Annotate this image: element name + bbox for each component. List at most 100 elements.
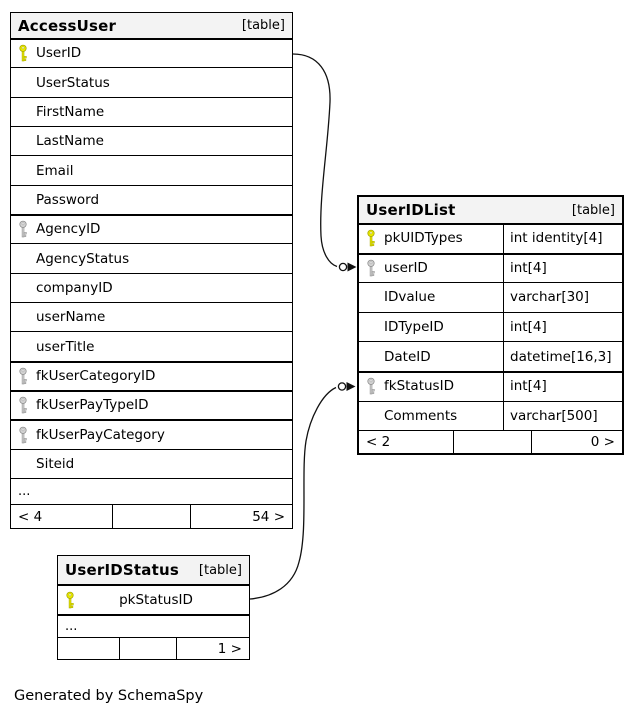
column-row-fkStatusID: fkStatusID int[4] — [359, 371, 622, 402]
column-name-cell: fkUserPayTypeID — [11, 391, 149, 419]
column-name: Comments — [384, 407, 458, 424]
column-name-cell: pkStatusID — [58, 585, 249, 614]
related-tables-count-right: 1 > — [176, 638, 249, 659]
column-name: pkStatusID — [119, 591, 193, 608]
column-name-cell: companyID — [11, 274, 113, 302]
column-name: LastName — [36, 133, 104, 150]
key-spacer — [366, 348, 376, 366]
primary-key-icon — [18, 44, 28, 62]
table-footer: < 2 0 > — [359, 431, 622, 454]
column-name: FirstName — [36, 103, 105, 120]
key-spacer — [18, 132, 28, 150]
ellipsis-row: ... — [11, 479, 292, 506]
arrowhead-icon — [346, 382, 356, 391]
arrowhead-icon — [347, 262, 357, 272]
column-name-cell: fkUserPayCategory — [11, 420, 165, 448]
table-footer: 1 > — [58, 638, 249, 659]
column-row-fkUserPayCategory: fkUserPayCategory — [11, 420, 292, 450]
key-spacer — [18, 338, 28, 356]
key-spacer — [18, 279, 28, 297]
column-name-cell: userName — [11, 303, 105, 331]
column-type: int[4] — [503, 253, 622, 283]
column-row-pkStatusID: pkStatusID — [58, 585, 249, 615]
column-name-cell: LastName — [11, 127, 104, 155]
column-row-AgencyID: AgencyID — [11, 215, 292, 245]
column-name-cell: fkUserCategoryID — [11, 362, 155, 390]
key-spacer — [18, 250, 28, 268]
column-name: DateID — [384, 348, 431, 365]
primary-key-icon — [65, 591, 75, 609]
column-row-UserStatus: UserStatus — [11, 68, 292, 98]
column-name-cell: IDTypeID — [359, 313, 503, 342]
column-name-cell: AgencyStatus — [11, 244, 129, 272]
column-name-cell: userTitle — [11, 332, 94, 360]
table-type-badge: [table] — [571, 202, 615, 218]
generator-credit: Generated by SchemaSpy — [14, 688, 204, 704]
key-spacer — [18, 308, 28, 326]
table-name[interactable]: UserIDList — [366, 201, 456, 219]
column-name: Siteid — [36, 455, 75, 472]
key-spacer — [18, 455, 28, 473]
column-name-cell: userID — [359, 254, 503, 283]
column-name: fkUserPayCategory — [36, 426, 165, 443]
ellipsis-row: ... — [58, 615, 249, 638]
column-type: datetime[16,3] — [503, 342, 622, 371]
column-row-Email: Email — [11, 156, 292, 186]
column-rows: pkStatusID — [58, 585, 249, 615]
key-spacer — [18, 191, 28, 209]
footer-middle-cell — [119, 638, 176, 659]
column-name: Email — [36, 162, 74, 179]
table-header: UserIDList [table] — [359, 197, 622, 224]
column-row-fkUserCategoryID: fkUserCategoryID — [11, 361, 292, 392]
foreign-key-icon — [18, 220, 28, 238]
column-name: userTitle — [36, 338, 95, 355]
column-row-FirstName: FirstName — [11, 97, 292, 128]
column-name: userName — [36, 309, 106, 326]
footer-middle-cell — [112, 505, 190, 529]
column-name: UserID — [36, 45, 82, 62]
column-name-cell: IDvalue — [359, 283, 503, 312]
footer-middle-cell — [453, 431, 531, 454]
table-header: AccessUser [table] — [11, 13, 292, 39]
column-name: fkUserPayTypeID — [36, 397, 149, 414]
footer-left-cell — [58, 638, 119, 659]
foreign-key-icon — [18, 396, 28, 414]
column-row-userName: userName — [11, 303, 292, 333]
column-name: companyID — [36, 279, 113, 296]
column-name: pkUIDTypes — [384, 230, 463, 247]
column-name: AgencyStatus — [36, 250, 130, 267]
column-name-cell: DateID — [359, 342, 503, 371]
key-spacer — [366, 288, 376, 306]
column-row-Password: Password — [11, 185, 292, 216]
column-name-cell: Password — [11, 186, 99, 214]
related-tables-count-left: < 2 — [366, 434, 391, 451]
column-name-cell: UserStatus — [11, 68, 110, 96]
related-tables-count-left: < 4 — [18, 508, 43, 525]
column-name: fkStatusID — [384, 378, 454, 395]
column-name: Password — [36, 191, 100, 208]
table-name[interactable]: AccessUser — [18, 16, 117, 35]
column-name: IDTypeID — [384, 319, 444, 336]
table-useridstatus: UserIDStatus [table] pkStatusID ... 1 > — [57, 555, 250, 660]
zero-or-one-circle — [337, 382, 347, 391]
key-spacer — [366, 318, 376, 336]
column-name: userID — [384, 259, 428, 276]
table-name[interactable]: UserIDStatus — [65, 561, 179, 579]
column-type: int[4] — [503, 371, 622, 401]
table-type-badge: [table] — [198, 562, 242, 578]
column-name-cell: FirstName — [11, 98, 104, 126]
foreign-key-icon — [366, 377, 376, 395]
related-tables-count-right: 54 > — [190, 505, 292, 529]
primary-key-icon — [366, 229, 376, 247]
key-spacer — [366, 407, 376, 425]
foreign-key-icon — [18, 367, 28, 385]
